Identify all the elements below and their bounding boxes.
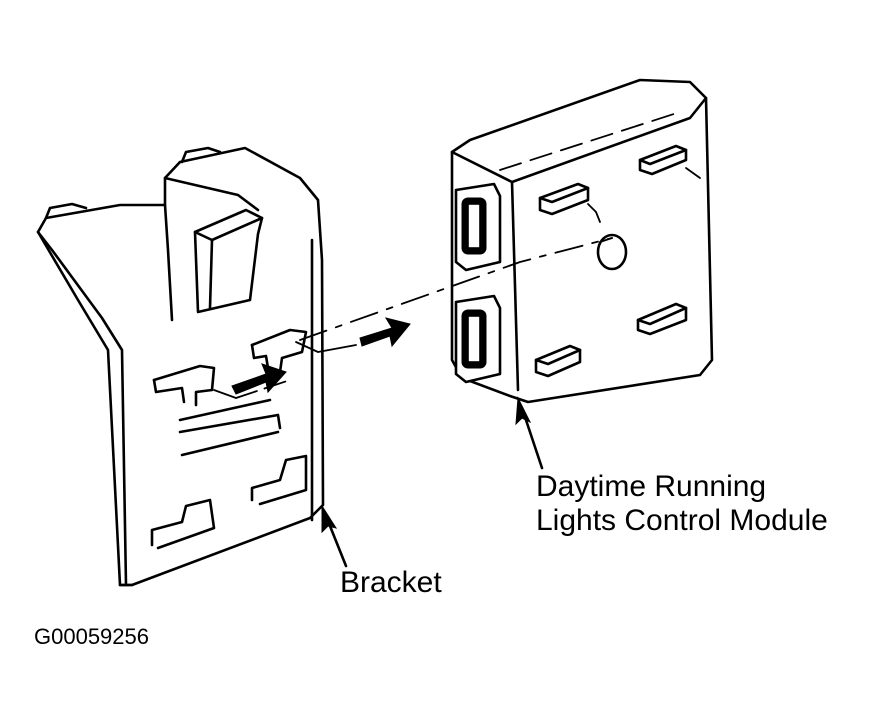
leader-module [515, 396, 544, 470]
alignment-lines [213, 167, 701, 399]
module-label-line1: Daytime Running [536, 470, 767, 503]
bracket-label: Bracket [340, 566, 442, 599]
bracket-callout-label: Bracket [340, 566, 442, 600]
dlr-control-module [450, 78, 714, 404]
figure-id: G00059256 [34, 624, 149, 649]
module-callout-label: Daytime Running Lights Control Module [536, 470, 828, 538]
module-hole [596, 233, 628, 271]
module-connector-lower [454, 294, 502, 384]
insert-arrow-upper [359, 317, 411, 348]
module-label-line2: Lights Control Module [536, 504, 828, 537]
bracket [36, 146, 325, 587]
module-connector-upper [454, 182, 502, 272]
insert-arrow-lower [231, 363, 287, 395]
leader-bracket [321, 504, 348, 568]
